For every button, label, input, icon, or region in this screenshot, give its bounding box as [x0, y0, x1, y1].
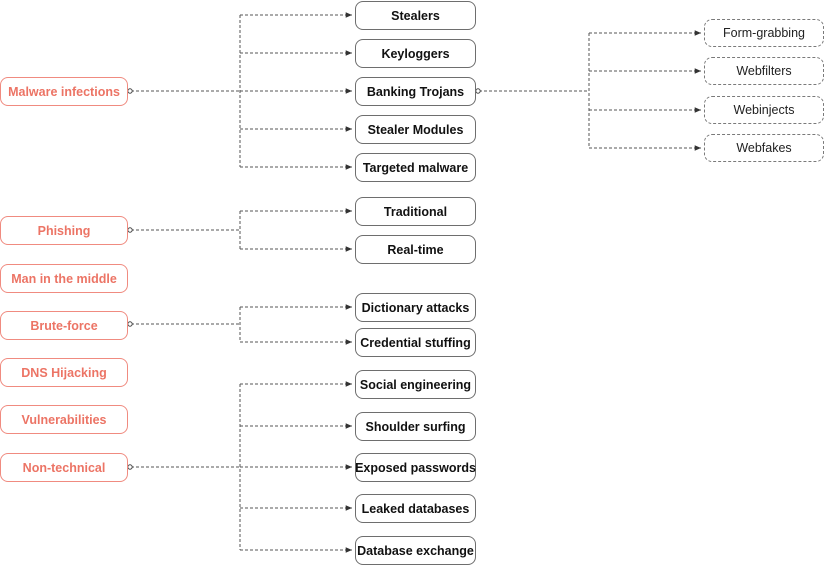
node-stealers: Stealers [355, 1, 476, 30]
node-traditional: Traditional [355, 197, 476, 226]
node-targeted-malware: Targeted malware [355, 153, 476, 182]
node-stealer-modules: Stealer Modules [355, 115, 476, 144]
node-social-engineering: Social engineering [355, 370, 476, 399]
origin-dot-malware [127, 88, 133, 94]
node-webfakes: Webfakes [704, 134, 824, 162]
origin-dot-banking [475, 88, 481, 94]
category-non-technical: Non-technical [0, 453, 128, 482]
node-webfilters: Webfilters [704, 57, 824, 85]
node-real-time: Real-time [355, 235, 476, 264]
node-leaked-databases: Leaked databases [355, 494, 476, 523]
category-vulnerabilities: Vulnerabilities [0, 405, 128, 434]
category-malware-infections: Malware infections [0, 77, 128, 106]
node-keyloggers: Keyloggers [355, 39, 476, 68]
node-banking-trojans: Banking Trojans [355, 77, 476, 106]
category-brute-force: Brute-force [0, 311, 128, 340]
node-exposed-passwords: Exposed passwords [355, 453, 476, 482]
node-shoulder-surfing: Shoulder surfing [355, 412, 476, 441]
node-webinjects: Webinjects [704, 96, 824, 124]
node-dictionary-attacks: Dictionary attacks [355, 293, 476, 322]
node-database-exchange: Database exchange [355, 536, 476, 565]
origin-dot-phishing [127, 227, 133, 233]
origin-dot-nontech [127, 464, 133, 470]
category-man-in-the-middle: Man in the middle [0, 264, 128, 293]
category-dns-hijacking: DNS Hijacking [0, 358, 128, 387]
node-form-grabbing: Form-grabbing [704, 19, 824, 47]
node-credential-stuffing: Credential stuffing [355, 328, 476, 357]
origin-dot-bruteforce [127, 321, 133, 327]
category-phishing: Phishing [0, 216, 128, 245]
